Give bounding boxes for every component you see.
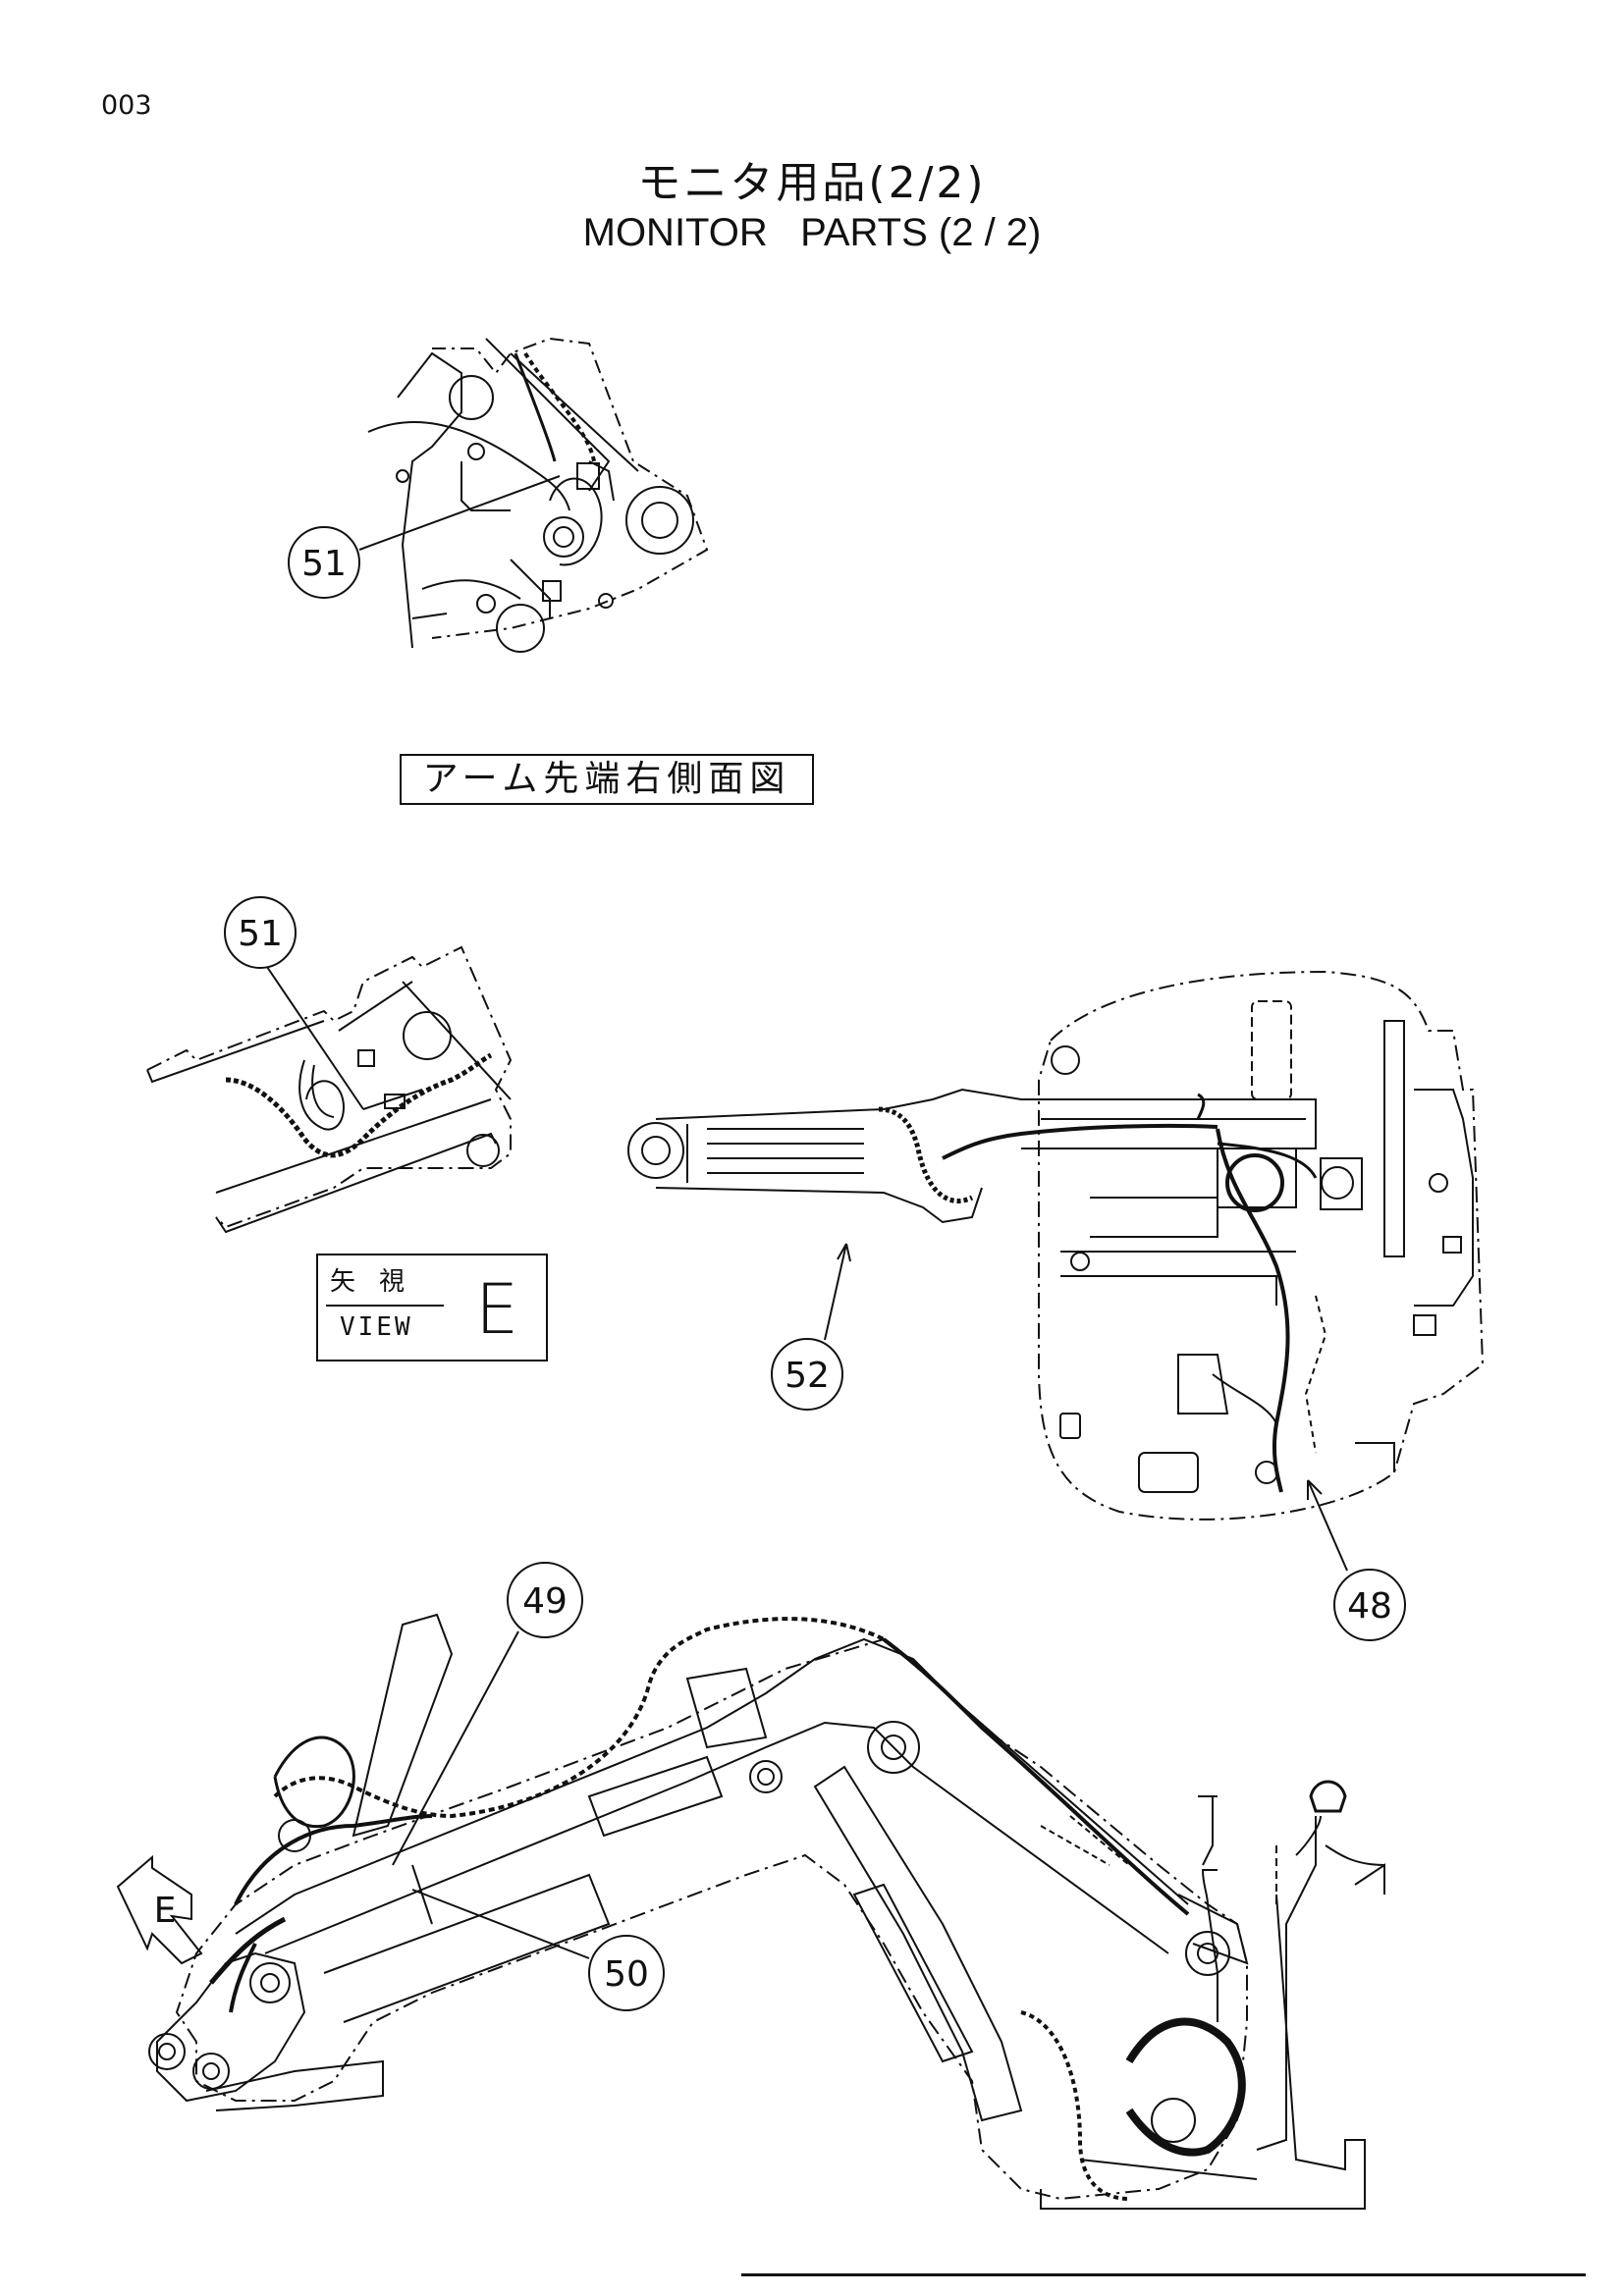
arm-tip-right-side-view-caption: アーム先端右側面図 bbox=[400, 754, 814, 805]
callout-50: 50 bbox=[604, 1954, 649, 1995]
leader-line-52 bbox=[824, 1243, 847, 1341]
leader-line-49 bbox=[392, 1630, 519, 1866]
leader-line-51-view bbox=[266, 966, 364, 1110]
leader-line-50 bbox=[411, 1889, 590, 1959]
view-label-divider bbox=[326, 1305, 444, 1307]
leader-line-48 bbox=[1307, 1479, 1348, 1572]
view-e-arrow-icon bbox=[116, 1854, 203, 1965]
leader-arrow-52 bbox=[837, 1243, 851, 1262]
leader-arrow-48 bbox=[1307, 1479, 1323, 1500]
callout-circle-51-top bbox=[288, 526, 360, 599]
callout-48: 48 bbox=[1347, 1586, 1392, 1627]
callout-circle-52 bbox=[771, 1338, 843, 1411]
boom-arm-side-view bbox=[148, 1613, 1385, 2210]
page-number: 003 bbox=[101, 90, 152, 121]
callout-51-top: 51 bbox=[301, 544, 347, 584]
callout-circle-50 bbox=[588, 1935, 665, 2011]
callout-circle-51-view bbox=[224, 896, 297, 969]
callout-51-view: 51 bbox=[238, 914, 283, 954]
plan-view-detail bbox=[627, 970, 1485, 1521]
view-label-letter: E bbox=[475, 1269, 519, 1350]
view-e-arrow-letter: E bbox=[154, 1891, 177, 1931]
callout-52: 52 bbox=[785, 1356, 830, 1396]
leader-line-51-top bbox=[358, 475, 561, 551]
view-label-japanese: 矢視 bbox=[330, 1267, 429, 1297]
view-e-detail bbox=[146, 945, 513, 1234]
page-title-english: MONITOR PARTS (2 / 2) bbox=[582, 211, 1042, 254]
view-label-english: VIEW bbox=[340, 1312, 413, 1342]
callout-49: 49 bbox=[522, 1581, 568, 1622]
arm-tip-detail bbox=[367, 337, 709, 653]
page-title-japanese: モニタ用品(2/2) bbox=[637, 158, 987, 208]
footer-rule bbox=[741, 2273, 1586, 2276]
callout-circle-49 bbox=[507, 1562, 583, 1638]
callout-circle-48 bbox=[1333, 1569, 1406, 1641]
view-e-label: 矢視 VIEW E bbox=[316, 1254, 548, 1362]
